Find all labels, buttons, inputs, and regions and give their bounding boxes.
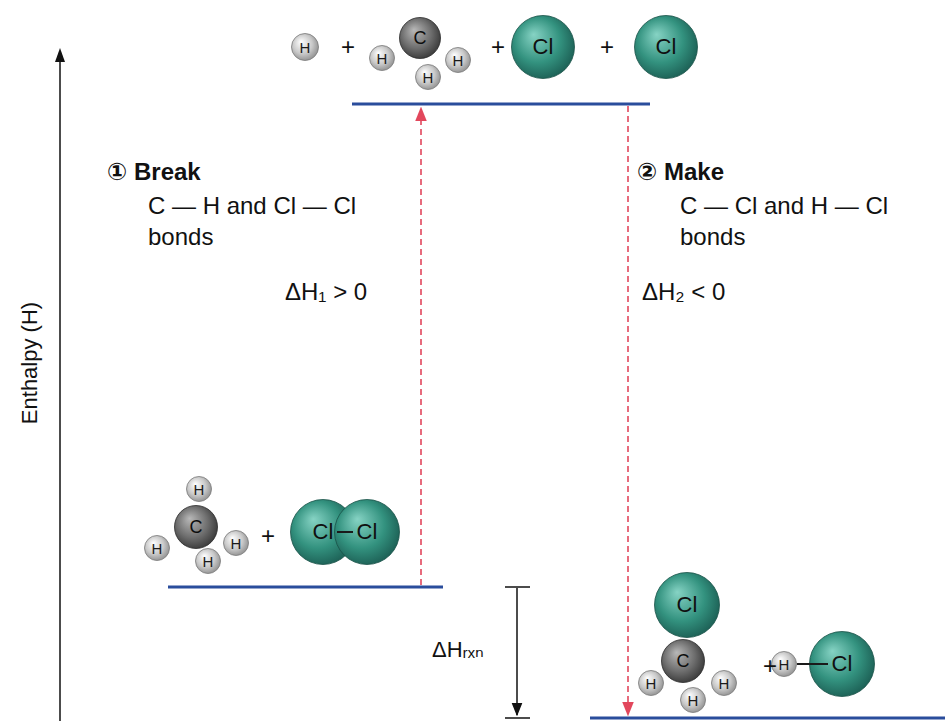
hydrogen-atom: H — [415, 64, 441, 90]
carbon-atom: C — [661, 639, 705, 683]
hydrogen-atom: H — [638, 670, 664, 696]
carbon-atom: C — [174, 505, 218, 549]
atom-sphere — [416, 65, 441, 90]
bond-line — [337, 531, 353, 533]
atom-sphere — [446, 48, 471, 73]
bond-line — [797, 663, 828, 665]
plus-sign: + — [261, 520, 275, 551]
energy-level — [590, 717, 945, 720]
plus-sign: + — [341, 31, 355, 62]
step-heading: ② Make — [637, 156, 724, 187]
atom-sphere — [224, 531, 249, 556]
plus-sign: + — [491, 31, 505, 62]
atom-symbol: C — [414, 29, 427, 47]
hydrogen-atom: H — [445, 47, 471, 73]
atom-sphere — [196, 549, 221, 574]
atom-sphere — [292, 34, 319, 61]
atom-sphere — [712, 671, 737, 696]
chlorine-atom: Cl — [634, 15, 698, 79]
atom-symbol: H — [377, 51, 388, 66]
axis-label: Enthalpy (H) — [16, 302, 45, 424]
step-heading: ① Break — [107, 156, 201, 187]
chlorine-atom: Cl — [654, 572, 720, 638]
atom-sphere — [400, 18, 441, 59]
atom-symbol: H — [194, 482, 205, 497]
plus-sign: + — [600, 31, 614, 62]
atom-symbol: H — [646, 676, 657, 691]
hydrogen-atom: H — [186, 476, 212, 502]
hydrogen-atom: H — [223, 530, 249, 556]
hydrogen-atom: H — [369, 45, 395, 71]
reaction-enthalpy: ΔHᵣₓₙ — [432, 636, 484, 665]
atom-sphere — [662, 640, 705, 683]
hydrogen-atom: H — [711, 670, 737, 696]
atom-symbol: H — [453, 53, 464, 68]
atom-sphere — [635, 16, 698, 79]
atom-sphere — [145, 536, 170, 561]
atom-symbol: H — [423, 70, 434, 85]
hydrogen-atom: H — [144, 535, 170, 561]
hydrogen-atom: H — [195, 548, 221, 574]
atom-symbol: H — [231, 536, 242, 551]
atom-symbol: H — [719, 676, 730, 691]
break-arrow — [420, 108, 422, 585]
chlorine-atom: Cl — [511, 15, 575, 79]
enthalpy-change: ΔH₁ > 0 — [285, 276, 367, 307]
atom-symbol: H — [779, 657, 790, 672]
atom-symbol: H — [688, 693, 699, 708]
atom-symbol: H — [152, 541, 163, 556]
atom-symbol: Cl — [313, 521, 334, 543]
plus-sign: + — [763, 650, 777, 681]
axis-arrowhead — [55, 48, 65, 62]
energy-level — [168, 586, 443, 589]
atom-symbol: H — [300, 40, 311, 55]
atom-sphere — [335, 500, 400, 565]
atom-symbol: H — [203, 554, 214, 569]
step-text: C — H and Cl — Cl bonds — [148, 190, 388, 252]
atom-sphere — [187, 477, 212, 502]
atom-symbol: Cl — [656, 36, 677, 58]
enthalpy-axis — [59, 58, 61, 721]
enthalpy-change: ΔH₂ < 0 — [642, 276, 725, 307]
bracket-tick — [505, 586, 530, 588]
atom-symbol: Cl — [832, 653, 853, 675]
carbon-atom: C — [399, 17, 441, 59]
atom-symbol: C — [677, 652, 690, 670]
atom-symbol: Cl — [533, 36, 554, 58]
bracket-tick — [505, 717, 530, 719]
atom-symbol: Cl — [357, 521, 378, 543]
atom-symbol: C — [190, 518, 203, 536]
step-text: C — Cl and H — Cl bonds — [680, 190, 925, 252]
energy-level — [352, 103, 650, 106]
atom-sphere — [639, 671, 664, 696]
reaction-enthalpy-arrow — [516, 588, 518, 715]
atom-sphere — [655, 573, 720, 638]
atom-sphere — [370, 46, 395, 71]
make-arrow — [627, 106, 629, 715]
hydrogen-atom: H — [680, 687, 706, 713]
atom-sphere — [512, 16, 575, 79]
atom-sphere — [681, 688, 706, 713]
atom-symbol: Cl — [677, 594, 698, 616]
atom-sphere — [175, 506, 218, 549]
hydrogen-atom: H — [291, 33, 319, 61]
